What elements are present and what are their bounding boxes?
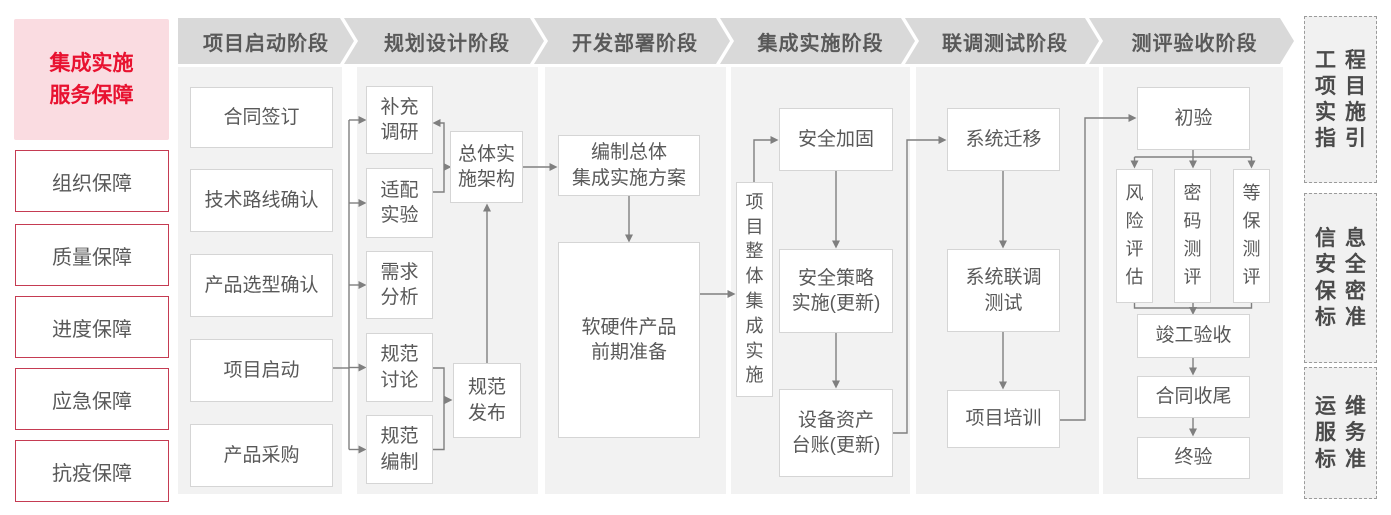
legend-title: 集成实施 服务保障: [14, 19, 169, 140]
flow-box-final-acceptance: 终验: [1137, 437, 1250, 479]
flow-box-initial-acceptance: 初验: [1137, 87, 1250, 150]
flow-box-crypto-evaluation: 密码测评: [1174, 169, 1211, 303]
sidebar-item-emergency-guarantee: 应急保障: [15, 368, 169, 430]
sidebar-item-epidemic-guarantee: 抗疫保障: [15, 440, 169, 502]
flow-box-product-preparation: 软硬件产品 前期准备: [558, 242, 700, 438]
flow-box-overall-architecture: 总体实 施架构: [450, 131, 523, 203]
phase-header-joint-testing: 联调测试阶段: [905, 18, 1099, 64]
flow-box-classified-protection-evaluation: 等保测评: [1233, 169, 1270, 303]
phase-header-planning-design: 规划设计阶段: [344, 18, 544, 64]
flow-box-overall-implementation: 项目整体集成实施: [736, 182, 773, 397]
flow-box-spec-discussion: 规范 讨论: [366, 333, 433, 402]
flow-box-risk-assessment: 风险评估: [1116, 169, 1153, 303]
flow-box-completion-acceptance: 竣工验收: [1137, 314, 1250, 358]
flow-box-project-training: 项目培训: [947, 390, 1060, 448]
sidebar-item-quality-guarantee: 质量保障: [15, 224, 169, 286]
phase-header-integration-implementation: 集成实施阶段: [720, 18, 915, 64]
flow-box-contract-signing: 合同签订: [190, 87, 333, 148]
flow-box-contract-closure: 合同收尾: [1137, 376, 1250, 418]
flow-box-product-selection-confirm: 产品选型确认: [190, 254, 333, 317]
flow-box-product-procurement: 产品采购: [190, 424, 333, 487]
flow-box-requirement-analysis: 需求 分析: [366, 251, 433, 319]
phase-header-project-initiation: 项目启动阶段: [178, 18, 354, 64]
phase-header-dev-deployment: 开发部署阶段: [534, 18, 730, 64]
flow-box-project-kickoff: 项目启动: [190, 339, 333, 402]
sidebar-item-progress-guarantee: 进度保障: [15, 296, 169, 358]
flow-box-overall-plan: 编制总体 集成实施方案: [558, 135, 700, 196]
flow-box-tech-route-confirm: 技术路线确认: [190, 169, 333, 232]
flow-box-joint-testing: 系统联调 测试: [947, 249, 1060, 332]
flow-box-spec-drafting: 规范 编制: [366, 415, 433, 484]
flow-box-supplement-research: 补充 调研: [366, 86, 433, 154]
standard-box-ops-service-standard: 运维服务标准: [1304, 367, 1377, 499]
flow-box-security-hardening: 安全加固: [779, 108, 893, 171]
flow-box-asset-ledger: 设备资产 台账(更新): [779, 389, 893, 477]
flow-box-adaptation-test: 适配 实验: [366, 168, 433, 238]
flow-box-security-policy: 安全策略 实施(更新): [779, 249, 893, 333]
phase-header-evaluation-acceptance: 测评验收阶段: [1089, 18, 1294, 64]
flow-box-system-migration: 系统迁移: [947, 108, 1060, 171]
standard-box-infosec-confidentiality-standard: 信息安全保密标准: [1304, 193, 1377, 363]
standard-box-engineering-implementation-guide: 工程项目实施指引: [1304, 16, 1377, 183]
flow-box-spec-release: 规范 发布: [453, 363, 521, 438]
sidebar-item-organization-guarantee: 组织保障: [15, 150, 169, 212]
